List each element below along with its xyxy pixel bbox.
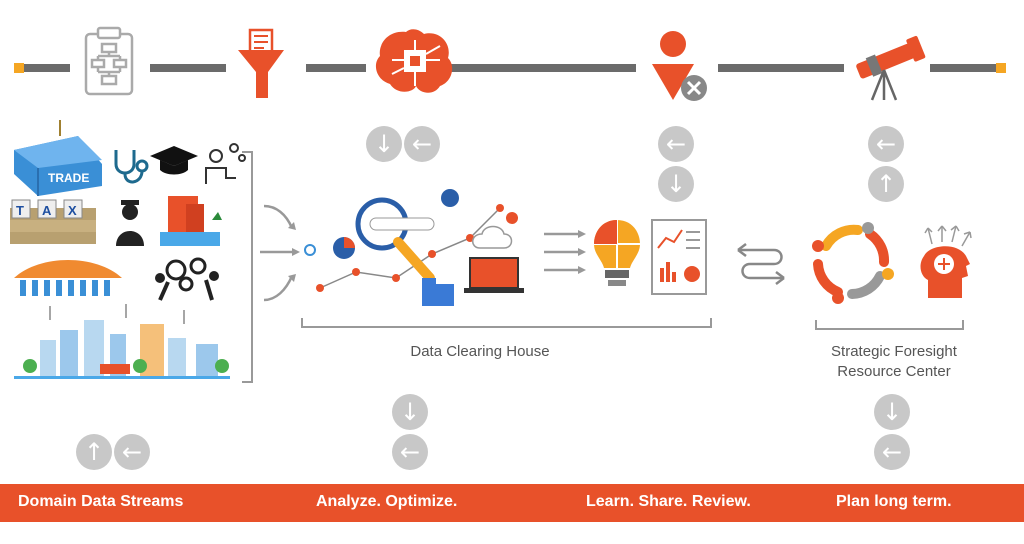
arrow-up-icon: ↑ (868, 166, 904, 202)
flowchart-clipboard-icon (84, 26, 134, 96)
person-tools-icon (652, 31, 707, 101)
strategic-foresight-label: Strategic Foresight Resource Center (796, 342, 992, 382)
timeline-segment (306, 64, 366, 72)
head-brain-icon (920, 225, 972, 298)
flow-to-insight-arrows (544, 230, 586, 274)
exchange-arrow-icon (737, 243, 785, 285)
bottom-stage-bar (0, 484, 1024, 522)
arrow-left-icon: ← (874, 434, 910, 470)
stage-analyze-optimize: Analyze. Optimize. (316, 493, 458, 510)
svg-text:X: X (68, 203, 77, 218)
arrow-left-icon: ← (658, 126, 694, 162)
researcher-icon (205, 143, 246, 184)
arrow-left-icon: ← (392, 434, 428, 470)
timeline-segment (446, 64, 636, 72)
timeline-end-cap (996, 63, 1006, 73)
telescope-icon (856, 35, 926, 101)
timeline-segment (24, 64, 70, 72)
strategic-foresight-line1: Strategic Foresight (831, 343, 957, 360)
arrow-down-icon: ↓ (366, 126, 402, 162)
strategic-foresight-line2: Resource Center (837, 363, 951, 380)
timeline (14, 26, 1006, 101)
teamwork-gears-icon (155, 257, 219, 301)
stage-domain-data-streams: Domain Data Streams (18, 493, 184, 510)
arrow-down-icon: ↓ (874, 394, 910, 430)
community-umbrella-icon (14, 260, 122, 296)
arrow-down-icon: ↓ (658, 166, 694, 202)
timeline-segment (150, 64, 226, 72)
building-icon (160, 196, 222, 246)
international-trade-container-icon: TRADE (14, 120, 102, 196)
svg-text:T: T (16, 203, 24, 218)
stage-plan-long-term: Plan long term. (836, 493, 952, 510)
arrow-left-icon: ← (404, 126, 440, 162)
flow-in-arrows (260, 204, 300, 302)
foresight-cycle-icon (812, 222, 894, 304)
foresight-bracket (815, 320, 964, 330)
report-document-icon (651, 219, 707, 295)
police-officer-icon (116, 200, 144, 246)
funnel-icon (238, 28, 284, 98)
domain-icons-cluster: TRADE T A X (10, 120, 246, 379)
arrow-left-icon: ← (868, 126, 904, 162)
tax-coins-icon: T A X (10, 199, 96, 244)
timeline-start-cap (14, 63, 24, 73)
arrow-down-icon: ↓ (392, 394, 428, 430)
smart-city-icon (14, 304, 230, 379)
stethoscope-icon (114, 150, 149, 184)
lightbulb-puzzle-icon (594, 220, 640, 286)
stage-learn-share-review: Learn. Share. Review. (586, 493, 751, 510)
brain-chip-icon (375, 29, 453, 93)
svg-text:TRADE: TRADE (48, 171, 89, 185)
clearing-house-bracket (301, 318, 712, 328)
timeline-segment (718, 64, 844, 72)
svg-text:A: A (42, 203, 52, 218)
data-analysis-illustration (304, 189, 524, 306)
arrow-left-icon: ← (114, 434, 150, 470)
graduation-cap-icon (150, 146, 198, 175)
domain-bracket (242, 151, 253, 383)
arrow-up-icon: ↑ (76, 434, 112, 470)
timeline-segment (930, 64, 996, 72)
data-clearing-house-label: Data Clearing House (410, 343, 550, 360)
